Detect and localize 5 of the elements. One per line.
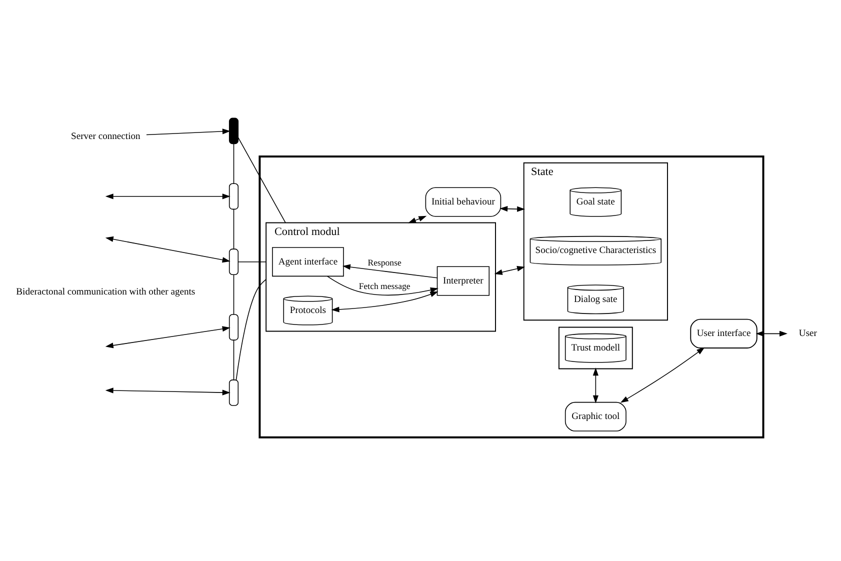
edge-label: Fetch message (358, 280, 410, 290)
node-text: User (798, 328, 817, 339)
label: Bideractonal communication with other agents (16, 286, 196, 298)
node-text: Server connection (71, 130, 140, 142)
edge-label: Response (368, 257, 402, 268)
